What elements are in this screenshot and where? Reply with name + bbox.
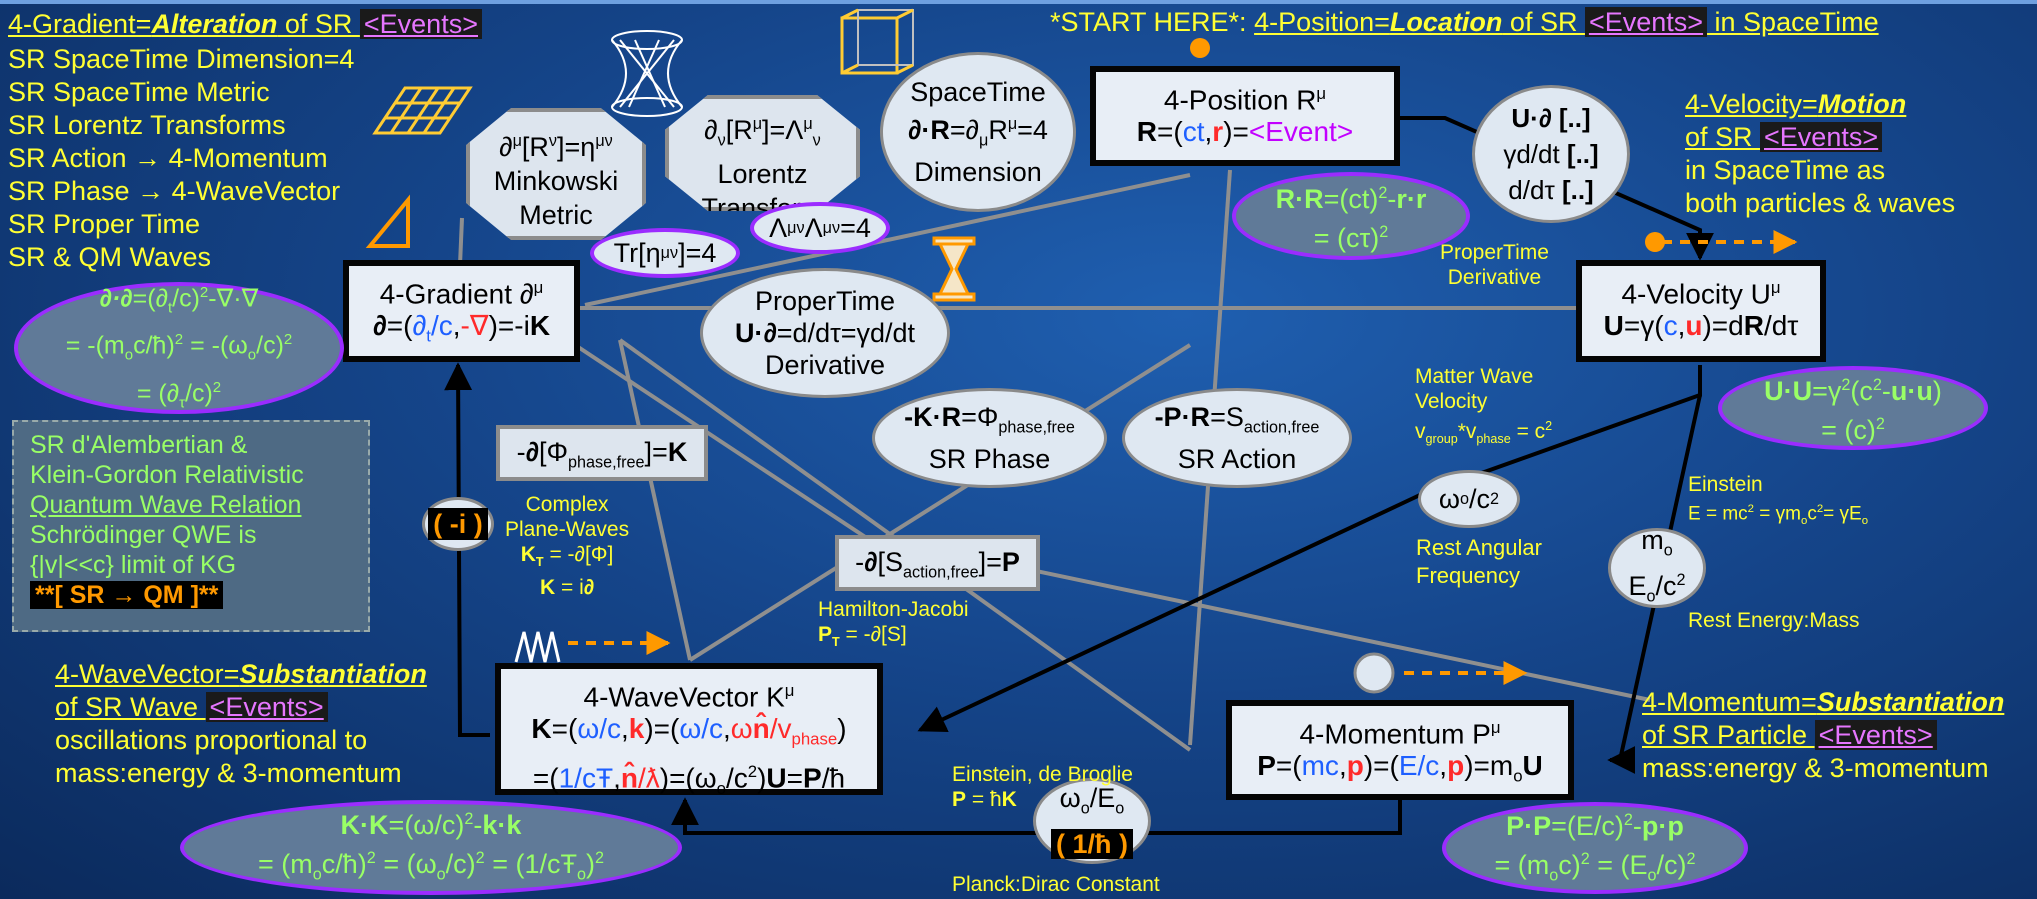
minus-i-node: ( -i ): [422, 497, 494, 551]
einstein-label: Einstein E = mc2 = γmoc2= γEo: [1688, 473, 1869, 528]
sr-to-qm-badge: **[ SR → QM ]**: [30, 581, 224, 609]
hyperboloid-icon: [611, 30, 683, 117]
qm-panel: SR d'Alembertian & Klein-Gordon Relativi…: [12, 420, 370, 632]
top-border: [0, 0, 2037, 4]
wave-icon: [514, 631, 561, 663]
propertime-derivative-label: ProperTime Derivative: [1440, 241, 1549, 289]
rr-invariant: R·R=(ct)2-r·r = (cτ)2: [1232, 172, 1470, 260]
hamilton-jacobi-label: Hamilton-Jacobi PT = -∂[S]: [818, 598, 969, 650]
momentum-box: 4-Momentum Pμ P=(mc,p)=(E/c,p)=moU: [1226, 700, 1574, 800]
mass-energy-node: mo Eo/c2: [1608, 525, 1706, 608]
phase-gradient-node: -∂[Φphase,free]=K: [496, 425, 708, 481]
planck-label: Planck:Dirac Constant: [952, 873, 1160, 896]
sr-action-node: -P·R=Saction,free SR Action: [1122, 388, 1352, 488]
matter-wave-label: Matter Wave Velocity vgroup*vphase = c2: [1415, 365, 1553, 447]
u-dot-d-node: U·∂ [..] γd/dt [..] d/dτ [..]: [1472, 85, 1630, 223]
gray-connectors: [458, 106, 1651, 752]
wavevector-box: 4-WaveVector Kμ K=(ω/c,k)=(ω/c,ωn̂/vphas…: [495, 663, 883, 798]
spacetime-dimension-node: SpaceTime ∂·R=∂μRμ=4 Dimension: [880, 52, 1076, 212]
start-here-header: *START HERE*: 4-Position=Location of SR …: [1050, 7, 1879, 37]
lorentz-transform-node: ∂ν[Rμ]=Λμν Lorentz Transform: [665, 95, 860, 211]
planck-node: ωo/Eo ( 1/ħ ): [1033, 778, 1151, 864]
hourglass-icon: [932, 236, 976, 302]
momentum-header: 4-Momentum=Substantiation of SR Particle…: [1642, 687, 2005, 783]
gradient-box: 4-Gradient ∂μ ∂=(∂t/c,-∇)=-iK: [343, 260, 580, 362]
rest-energy-label: Rest Energy:Mass: [1688, 609, 1860, 632]
grid-icon: [372, 86, 473, 135]
action-gradient-node: -∂[Saction,free]=P: [835, 535, 1040, 591]
complex-plane-waves-label: Complex Plane-Waves KT = -∂[Φ] K = i∂: [505, 493, 630, 600]
kk-invariant: K·K=(ω/c)2-k·k = (moc/ħ)2 = (ωo/c)2 = (1…: [180, 800, 682, 895]
debroglie-label: Einstein, de Broglie P = ħK: [952, 763, 1133, 811]
gradient-topic-list: SR SpaceTime Dimension=4 SR SpaceTime Me…: [8, 44, 355, 272]
pp-invariant: P·P=(E/c)2-p·p = (moc)2 = (Eo/c)2: [1442, 802, 1748, 894]
rest-angular-frequency-label: Rest Angular Frequency: [1416, 535, 1542, 588]
sr-phase-node: -K·R=Φphase,free SR Phase: [872, 388, 1107, 488]
gradient-header: 4-Gradient=Alteration of SR <Events>: [8, 8, 482, 41]
wavevector-header: 4-WaveVector=Substantiation of SR Wave <…: [55, 659, 427, 788]
propertime-derivative-node: ProperTime U·∂=d/dτ=γd/dt Derivative: [700, 268, 950, 398]
velocity-box: 4-Velocity Uμ U=γ(c,u)=dR/dτ: [1576, 260, 1826, 362]
dd-invariant: ∂·∂=(∂t/c)2-∇·∇ = -(moc/ħ)2 = -(ωo/c)2 =…: [14, 282, 344, 414]
triangle-icon: [365, 194, 410, 248]
uu-invariant: U·U=γ2(c2-u·u) = (c)2: [1718, 366, 1988, 450]
cube-icon: [840, 8, 914, 75]
minkowski-metric-node: ∂μ[Rν]=ημν Minkowski Metric: [466, 108, 646, 240]
velocity-header: 4-Velocity=Motion of SR <Events> in Spac…: [1685, 89, 1956, 218]
position-box: 4-Position Rμ R=(ct,r)=<Event>: [1090, 66, 1400, 166]
